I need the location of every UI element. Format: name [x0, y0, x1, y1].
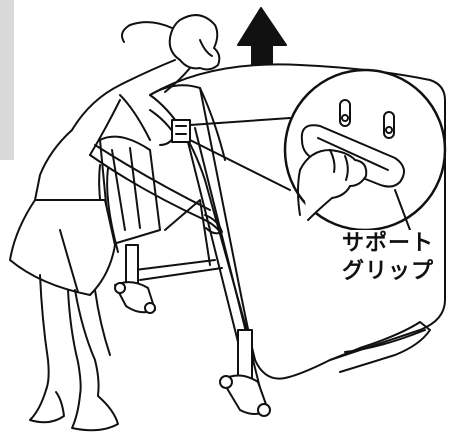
grip-location-marker	[172, 120, 190, 142]
callout-label-line2: グリップ	[340, 258, 436, 286]
callout-label-line1: サポート	[340, 230, 436, 258]
side-tab	[0, 0, 14, 160]
